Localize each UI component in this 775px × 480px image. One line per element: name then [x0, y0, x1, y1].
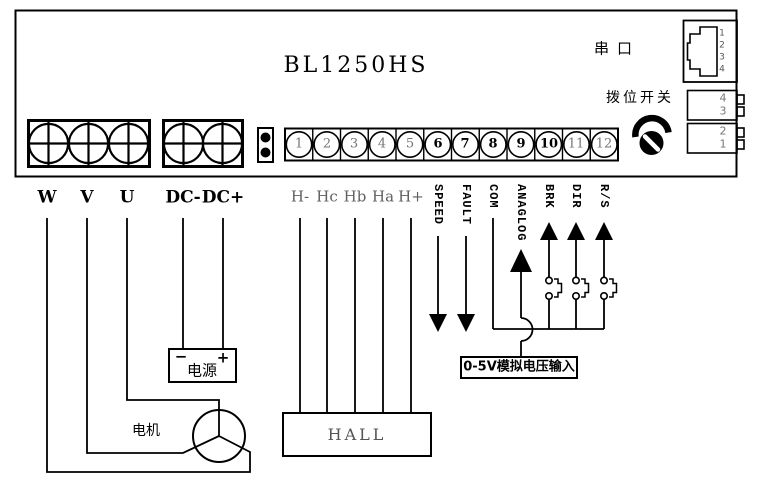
serial-pin: 2 [719, 40, 725, 51]
dip-switch-blocks [686, 89, 745, 154]
terminal-label-hc: Hc [316, 187, 338, 206]
terminal-label-brk: BRK [542, 184, 556, 209]
terminal-label-h-plus: H+ [398, 187, 424, 206]
two-pin-connector [257, 127, 274, 163]
terminal-label-w: W [37, 187, 57, 208]
terminal-number: 4 [377, 136, 387, 152]
wire-w [46, 218, 251, 473]
terminal-number: 11 [567, 136, 585, 152]
signal-terminal-strip [284, 127, 619, 162]
serial-pin: 3 [719, 52, 725, 63]
pushbutton-icon [554, 278, 563, 298]
fault-output-arrow [457, 314, 475, 332]
terminal-number: 2 [322, 136, 332, 152]
terminal-number: 3 [349, 136, 359, 152]
hall-sensor-label: HALL [327, 425, 387, 444]
dir-branch [567, 222, 590, 329]
dip-pin: 1 [719, 137, 727, 151]
terminal-label-speed: SPEED [431, 184, 445, 226]
terminal-number: 10 [539, 136, 559, 152]
analog-input-arrow [510, 249, 532, 272]
serial-pin: 4 [719, 64, 725, 75]
power-supply-box [168, 348, 237, 383]
power-supply-label: 电源 [186, 361, 218, 380]
rs-branch [595, 222, 618, 329]
terminal-number: 9 [516, 136, 526, 152]
serial-port-label: 串口 [593, 39, 641, 58]
speed-output-arrow [429, 314, 447, 332]
terminal-label-hb: Hb [343, 187, 367, 206]
terminal-label-dc-minus: DC- [165, 187, 201, 208]
terminal-label-rs: R/S [597, 184, 611, 209]
terminal-number: 5 [405, 136, 415, 152]
dip-pin: 4 [719, 91, 727, 105]
terminal-label-h-minus: H- [290, 187, 310, 206]
serial-pin: 1 [719, 28, 725, 39]
terminal-number: 8 [488, 136, 498, 152]
motor-label: 电机 [132, 423, 160, 439]
analog-input-label: 0-5V模拟电压输入 [463, 359, 575, 375]
terminal-label-u: U [119, 187, 135, 208]
power-wires [46, 218, 251, 473]
hall-wires [299, 218, 412, 413]
rotary-switch-icon [632, 114, 672, 155]
terminal-label-analog: ANAGLOG [514, 184, 528, 242]
terminal-label-v: V [80, 187, 94, 208]
analog-input-box [460, 356, 578, 379]
dip-switch-label: 拨位开关 [606, 90, 674, 106]
brk-branch [540, 222, 563, 329]
terminal-label-ha: Ha [371, 187, 395, 206]
signal-wires [429, 218, 604, 357]
dip-pin: 2 [719, 124, 727, 138]
terminal-block-wvu [27, 119, 151, 168]
terminal-block-dc [162, 119, 244, 168]
hall-sensor-box [282, 412, 432, 457]
wire-hop [520, 317, 534, 342]
terminal-number: 1 [294, 136, 304, 152]
terminal-number: 7 [460, 136, 470, 152]
pushbutton-icon [581, 278, 590, 298]
terminal-number: 6 [433, 136, 443, 152]
switch-branches [540, 222, 618, 329]
pushbutton-icon [609, 278, 618, 298]
minus-sign: − [174, 347, 188, 366]
terminal-label-dir: DIR [569, 184, 583, 209]
dip-pin: 3 [719, 104, 727, 118]
terminal-label-dc-plus: DC+ [201, 187, 245, 208]
wire-v [86, 218, 220, 454]
terminal-label-fault: FAULT [459, 184, 473, 226]
serial-port-connector [682, 19, 738, 83]
wire-u [126, 218, 220, 436]
terminal-label-com: COM [486, 184, 500, 209]
board-title: BL1250HS [283, 53, 429, 78]
plus-sign: + [216, 348, 230, 367]
terminal-number: 12 [595, 136, 613, 152]
